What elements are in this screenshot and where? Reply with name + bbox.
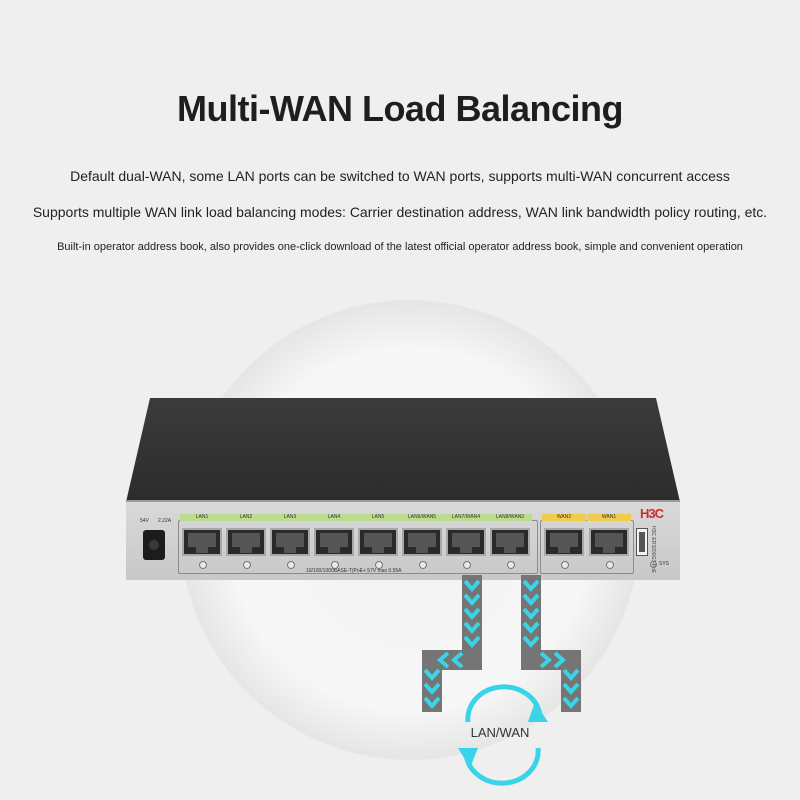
arrow-chevron	[423, 682, 441, 696]
arrow-chevron	[522, 593, 540, 607]
lan-port-label: LAN1	[180, 514, 224, 521]
router-top-panel	[126, 398, 680, 502]
wan-port-led	[561, 561, 569, 569]
arrow-chevron	[450, 651, 464, 669]
arrow-chevron	[522, 579, 540, 593]
feature-line-1: Default dual-WAN, some LAN ports can be …	[70, 168, 730, 184]
swap-arrowhead-upper-icon	[528, 702, 548, 722]
lan-port	[182, 528, 222, 556]
lan-port	[358, 528, 398, 556]
power-jack	[143, 530, 165, 560]
lan-port-label: LAN2	[224, 514, 268, 521]
lan-port-led	[199, 561, 207, 569]
swap-arrow-lower-icon	[463, 747, 541, 786]
lan-port-led	[463, 561, 471, 569]
lan-port-label: LAN4	[312, 514, 356, 521]
power-voltage-label: 54V	[140, 518, 149, 524]
wan-port-label: WAN2	[542, 514, 586, 521]
wan-port-label: WAN1	[587, 514, 631, 521]
lan-wan-swap-label: LAN/WAN	[470, 725, 530, 740]
swap-arrow-upper-icon	[465, 684, 543, 723]
lan-port	[226, 528, 266, 556]
arrow-chevron	[463, 621, 481, 635]
arrow-chevron	[463, 635, 481, 649]
lan-port	[446, 528, 486, 556]
wan-port	[589, 528, 629, 556]
arrow-chevron	[463, 579, 481, 593]
lan-port	[270, 528, 310, 556]
usb-port	[636, 528, 648, 556]
arrow-chevron	[436, 651, 450, 669]
arrow-chevron	[522, 607, 540, 621]
model-label: H3C ER3200G3-PoE	[650, 526, 656, 574]
lan-port-led	[375, 561, 383, 569]
lan-port	[402, 528, 442, 556]
arrow-chevron	[423, 696, 441, 710]
lan-port-label: LAN7/WAN4	[444, 514, 488, 521]
arrow-chevron	[562, 668, 580, 682]
power-current-label: 2.22A	[158, 518, 172, 524]
lan-port-label: LAN5	[356, 514, 400, 521]
lan-port-led	[507, 561, 515, 569]
lan-port-led	[287, 561, 295, 569]
arrow-chevron	[562, 696, 580, 710]
arrow-chevron	[463, 593, 481, 607]
lan-port-label: LAN3	[268, 514, 312, 521]
swap-arrowhead-lower-icon	[458, 748, 478, 768]
arrow-chevron	[522, 621, 540, 635]
arrow-chevron	[553, 651, 567, 669]
arrow-chevron	[539, 651, 553, 669]
lan-port-led	[331, 561, 339, 569]
feature-line-3: Built-in operator address book, also pro…	[57, 241, 743, 253]
arrow-chevron	[463, 607, 481, 621]
arrow-chevron	[423, 668, 441, 682]
sys-led	[650, 561, 657, 568]
page-title: Multi-WAN Load Balancing	[177, 88, 623, 129]
arrow-chevron	[522, 635, 540, 649]
router-front-panel: 54V 2.22A 10/100/1000BASE-T(PoE+ 57V max…	[126, 500, 680, 580]
wan-port	[544, 528, 584, 556]
sys-label: SYS	[659, 561, 670, 567]
lan-port-label: LAN8/WAN3	[488, 514, 532, 521]
lan-port-led	[243, 561, 251, 569]
right-arrow-chevrons	[522, 579, 580, 710]
left-arrow-chevrons	[423, 579, 481, 710]
brand-logo: H3C	[640, 506, 664, 521]
arrow-chevron	[562, 682, 580, 696]
lan-port-led	[419, 561, 427, 569]
wan-port-led	[606, 561, 614, 569]
lan-port-label: LAN6/WAN5	[400, 514, 444, 521]
lan-port	[490, 528, 530, 556]
feature-line-2: Supports multiple WAN link load balancin…	[32, 204, 768, 220]
port-spec-label: 10/100/1000BASE-T(PoE+ 57V max 0.55A	[306, 568, 402, 574]
lan-port	[314, 528, 354, 556]
